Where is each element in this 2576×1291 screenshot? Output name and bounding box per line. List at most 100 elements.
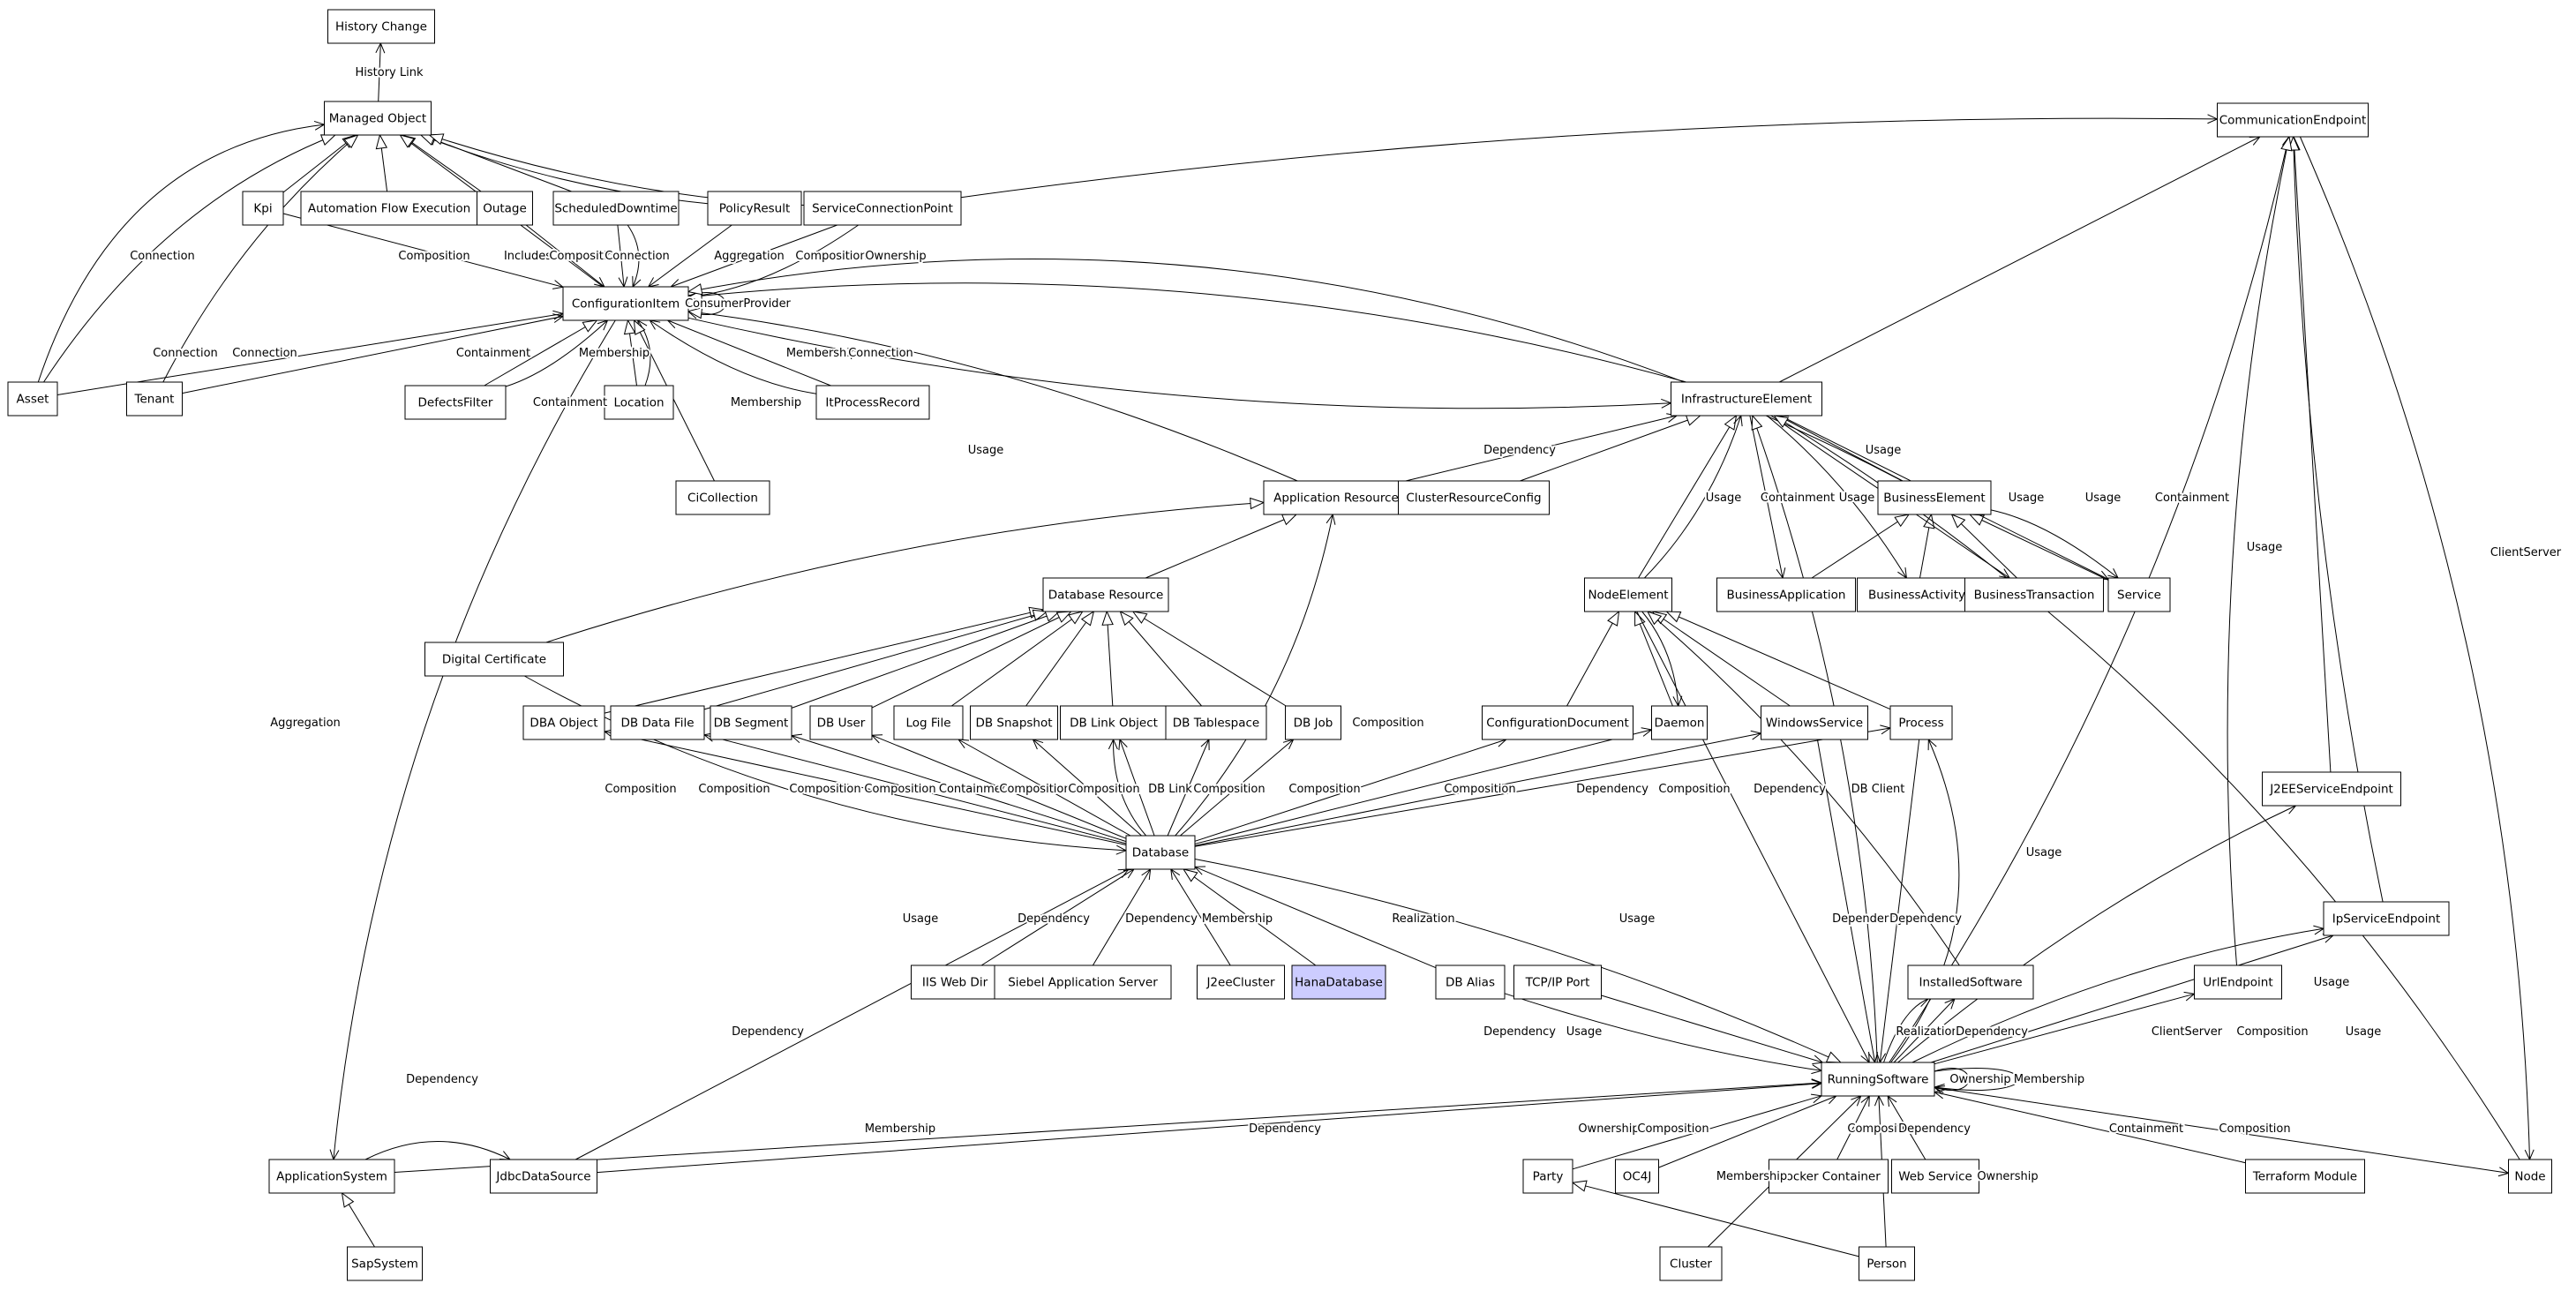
node-box-dba-object[interactable] (522, 705, 605, 740)
node-box-ci-collection[interactable] (675, 480, 770, 515)
node-db-tablespace[interactable]: DB Tablespace (1165, 705, 1267, 740)
node-box-process[interactable] (1889, 705, 1953, 740)
node-tcpip-port[interactable]: TCP/IP Port (1513, 964, 1602, 1000)
node-box-party[interactable] (1522, 1159, 1573, 1194)
node-process[interactable]: Process (1889, 705, 1953, 740)
node-log-file[interactable]: Log File (893, 705, 964, 740)
node-configuration-document[interactable]: ConfigurationDocument (1482, 705, 1633, 740)
node-box-configuration-item[interactable] (562, 286, 689, 321)
node-kpi[interactable]: Kpi (242, 191, 284, 226)
node-db-data-file[interactable]: DB Data File (610, 705, 705, 740)
node-automation-flow-execution[interactable]: Automation Flow Execution (300, 191, 478, 226)
node-box-node-element[interactable] (1584, 577, 1672, 612)
node-box-hana-database[interactable] (1291, 964, 1386, 1000)
node-box-configuration-document[interactable] (1482, 705, 1633, 740)
node-windows-service[interactable]: WindowsService (1761, 705, 1868, 740)
node-box-j2ee-cluster[interactable] (1197, 964, 1285, 1000)
node-box-cluster-resource-config[interactable] (1398, 480, 1550, 515)
node-box-db-user[interactable] (809, 705, 873, 740)
node-url-endpoint[interactable]: UrlEndpoint (2194, 964, 2282, 1000)
node-iis-web-dir[interactable]: IIS Web Dir (911, 964, 999, 1000)
node-box-ip-service-endpoint[interactable] (2323, 901, 2450, 936)
node-siebel-application-server[interactable]: Siebel Application Server (994, 964, 1172, 1000)
node-box-defects-filter[interactable] (404, 385, 507, 420)
node-dba-object[interactable]: DBA Object (522, 705, 605, 740)
node-service[interactable]: Service (2107, 577, 2171, 612)
node-db-user[interactable]: DB User (809, 705, 873, 740)
node-node[interactable]: Node (2508, 1159, 2552, 1194)
node-managed-object[interactable]: Managed Object (324, 101, 432, 136)
node-box-business-application[interactable] (1716, 577, 1856, 612)
node-j2ee-cluster[interactable]: J2eeCluster (1197, 964, 1285, 1000)
node-db-snapshot[interactable]: DB Snapshot (970, 705, 1058, 740)
node-oc4j[interactable]: OC4J (1615, 1159, 1659, 1194)
node-box-tenant[interactable] (126, 381, 183, 417)
node-daemon[interactable]: Daemon (1651, 705, 1708, 740)
node-box-db-alias[interactable] (1435, 964, 1506, 1000)
node-history-change[interactable]: History Change (327, 9, 435, 44)
node-box-digital-certificate[interactable] (424, 642, 564, 677)
node-docker-container[interactable]: Docker Container (1769, 1159, 1889, 1194)
node-box-business-element[interactable] (1877, 480, 1992, 515)
node-box-installed-software[interactable] (1907, 964, 2034, 1000)
node-ip-service-endpoint[interactable]: IpServiceEndpoint (2323, 901, 2450, 936)
node-database-resource[interactable]: Database Resource (1042, 577, 1169, 612)
node-defects-filter[interactable]: DefectsFilter (404, 385, 507, 420)
node-box-person[interactable] (1859, 1246, 1915, 1281)
node-box-service[interactable] (2107, 577, 2171, 612)
node-box-infrastructure-element[interactable] (1671, 381, 1822, 417)
node-box-communication-endpoint[interactable] (2217, 102, 2369, 138)
node-application-system[interactable]: ApplicationSystem (268, 1159, 395, 1194)
node-db-job[interactable]: DB Job (1285, 705, 1341, 740)
node-box-db-job[interactable] (1285, 705, 1341, 740)
node-sap-system[interactable]: SapSystem (347, 1246, 423, 1281)
node-business-application[interactable]: BusinessApplication (1716, 577, 1856, 612)
node-jdbc-data-source[interactable]: JdbcDataSource (490, 1159, 597, 1194)
node-configuration-item[interactable]: ConfigurationItem (562, 286, 689, 321)
node-hana-database[interactable]: HanaDatabase (1291, 964, 1386, 1000)
node-box-db-link-object[interactable] (1060, 705, 1168, 740)
node-box-terraform-module[interactable] (2245, 1159, 2365, 1194)
node-box-business-activity[interactable] (1857, 577, 1977, 612)
node-box-docker-container[interactable] (1769, 1159, 1889, 1194)
node-business-activity[interactable]: BusinessActivity (1857, 577, 1977, 612)
node-box-running-software[interactable] (1821, 1062, 1935, 1097)
node-box-cluster[interactable] (1659, 1246, 1723, 1281)
node-person[interactable]: Person (1859, 1246, 1915, 1281)
node-tenant[interactable]: Tenant (126, 381, 183, 417)
node-box-db-data-file[interactable] (610, 705, 705, 740)
node-service-connection-point[interactable]: ServiceConnectionPoint (803, 191, 962, 226)
node-web-service[interactable]: Web Service (1891, 1159, 1979, 1194)
node-db-link-object[interactable]: DB Link Object (1060, 705, 1168, 740)
node-box-database[interactable] (1125, 835, 1196, 870)
node-box-iis-web-dir[interactable] (911, 964, 999, 1000)
node-box-business-transaction[interactable] (1964, 577, 2104, 612)
node-box-node[interactable] (2508, 1159, 2552, 1194)
node-terraform-module[interactable]: Terraform Module (2245, 1159, 2365, 1194)
node-box-sap-system[interactable] (347, 1246, 423, 1281)
node-box-kpi[interactable] (242, 191, 284, 226)
node-box-service-connection-point[interactable] (803, 191, 962, 226)
node-box-db-segment[interactable] (710, 705, 792, 740)
node-box-scheduled-downtime[interactable] (552, 191, 680, 226)
node-box-it-process-record[interactable] (815, 385, 930, 420)
node-business-transaction[interactable]: BusinessTransaction (1964, 577, 2104, 612)
node-box-j2ee-service-endpoint[interactable] (2262, 771, 2401, 807)
node-ci-collection[interactable]: CiCollection (675, 480, 770, 515)
node-database[interactable]: Database (1125, 835, 1196, 870)
node-box-location[interactable] (604, 385, 674, 420)
node-box-jdbc-data-source[interactable] (490, 1159, 597, 1194)
node-box-tcpip-port[interactable] (1513, 964, 1602, 1000)
node-box-policy-result[interactable] (707, 191, 802, 226)
node-cluster[interactable]: Cluster (1659, 1246, 1723, 1281)
node-digital-certificate[interactable]: Digital Certificate (424, 642, 564, 677)
node-box-windows-service[interactable] (1761, 705, 1868, 740)
node-location[interactable]: Location (604, 385, 674, 420)
node-box-daemon[interactable] (1651, 705, 1708, 740)
node-outage[interactable]: Outage (477, 191, 533, 226)
node-policy-result[interactable]: PolicyResult (707, 191, 802, 226)
node-box-managed-object[interactable] (324, 101, 432, 136)
node-box-database-resource[interactable] (1042, 577, 1169, 612)
node-cluster-resource-config[interactable]: ClusterResourceConfig (1398, 480, 1550, 515)
node-business-element[interactable]: BusinessElement (1877, 480, 1992, 515)
